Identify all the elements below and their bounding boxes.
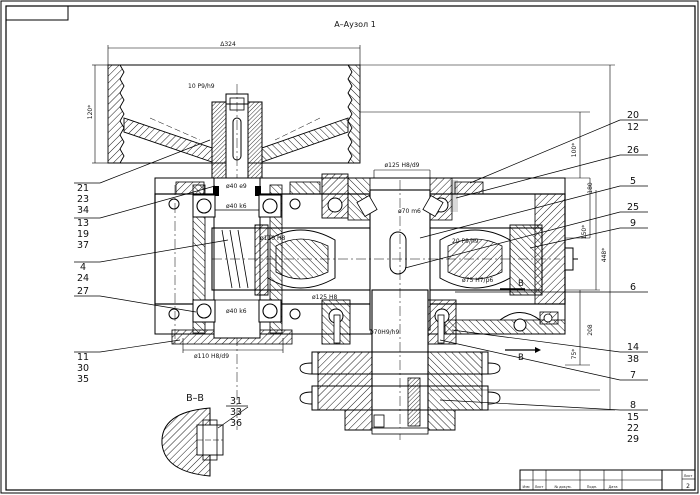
callout-num: 9 (630, 218, 636, 229)
callout-25: 25 (404, 202, 648, 269)
callout-num: 38 (627, 354, 639, 365)
dim-fit-70-h9h9: ø70H9/h9 (370, 329, 399, 336)
callout-20-12: 20 12 (469, 110, 648, 184)
part-callouts: 20 12 26 5 25 9 6 (74, 110, 648, 445)
dim-top-bore: ø125 H8/d9 (384, 162, 419, 169)
callout-num: 22 (627, 423, 639, 434)
dim-fit-70-m6: ø70 m6 (398, 208, 421, 215)
tb-cell-doc: № докум. (554, 485, 571, 489)
output-shaft-top-bearings (321, 173, 458, 221)
callout-5: 5 (419, 176, 648, 239)
tb-cell-list: Лист (535, 485, 544, 489)
callout-num: 23 (77, 194, 89, 205)
callout-num: 21 (77, 183, 89, 194)
callout-num: 30 (77, 363, 89, 374)
callout-9: 9 (529, 218, 648, 249)
dim-fit-125-h8: ø125 H8 (312, 294, 338, 301)
tb-sheet-number: 2 (686, 483, 690, 490)
callout-num: 12 (627, 122, 639, 133)
callout-num: 7 (630, 370, 636, 381)
callout-num: 35 (77, 374, 89, 385)
callout-num: 14 (627, 342, 639, 353)
callout-8-15-22-29: 8 15 22 29 (439, 399, 648, 445)
callout-26: 26 (455, 145, 648, 199)
corner-stamp-box (5, 5, 69, 21)
dim-right-180: 180 (587, 182, 594, 194)
callout-num: 11 (77, 352, 89, 363)
dim-right-100: 100* (571, 143, 578, 157)
dim-fit-75-h7p6: ø75 H7/p6 (462, 277, 493, 284)
detail-view-bb: B–B (161, 393, 249, 477)
callout-31-33-36: 31 33 36 (226, 396, 248, 429)
bb-marker-top: B (518, 279, 524, 289)
callout-4-24: 4 24 (74, 239, 229, 284)
callout-num: 25 (627, 202, 639, 213)
callout-num: 27 (77, 286, 89, 297)
detail-view-title: B–B (186, 393, 204, 404)
callout-num: 4 (80, 262, 86, 273)
dim-fit-110-h8d9: ø110 H8/d9 (194, 353, 229, 360)
v-belt-pulley (107, 64, 361, 430)
callout-num: 26 (627, 145, 639, 156)
callout-num: 24 (77, 273, 89, 284)
tb-sheet-label: Лист (684, 474, 693, 478)
right-dimension-chain: 100* 180 150* 448* 208 75* (360, 64, 615, 411)
fit-annotations: ø40 e9 ø40 k6 ø110 H8 ø125 H8/d9 ø70 m6 … (182, 162, 493, 360)
dim-fit-40-e9: ø40 e9 (226, 183, 247, 190)
callout-num: 36 (230, 418, 242, 429)
callout-num: 33 (230, 407, 242, 418)
tb-cell-izm: Изм (522, 485, 529, 489)
callout-21-23-34: 21 23 34 (74, 139, 211, 216)
tb-cell-sign: Подп. (587, 485, 598, 489)
callout-14-38: 14 38 (451, 329, 648, 365)
dim-right-150: 150* (581, 225, 588, 239)
dim-right-208: 208 (587, 324, 594, 336)
title-block: Изм Лист № докум. Подп. Дата Лист 2 (519, 469, 696, 491)
pulley-dimensions: Δ324 120* 10 P9/h9 (87, 41, 361, 164)
tb-cell-date: Дата (608, 485, 617, 489)
callout-11-30-35: 11 30 35 (74, 339, 181, 385)
dim-right-448: 448* (601, 248, 608, 262)
output-shaft-bottom (299, 180, 559, 440)
callout-27: 27 (74, 286, 197, 313)
dim-pulley-width: Δ324 (220, 41, 236, 48)
callout-num: 31 (230, 396, 242, 407)
dim-pulley-keyway: 10 P9/h9 (188, 83, 215, 90)
dim-fit-40-k6-bottom: ø40 k6 (226, 308, 247, 315)
callout-num: 6 (630, 282, 636, 293)
dim-fit-110-h8: ø110 H8 (260, 235, 286, 242)
callout-num: 34 (77, 205, 89, 216)
callout-6: 6 (455, 282, 648, 293)
input-shaft (168, 177, 301, 339)
callout-13-19-37: 13 19 37 (74, 185, 216, 251)
callout-num: 15 (627, 412, 639, 423)
dim-right-75: 75* (571, 349, 578, 360)
dim-pulley-height: 120* (87, 105, 94, 119)
callout-num: 5 (630, 176, 636, 187)
dim-fit-40-k6-top: ø40 k6 (226, 203, 247, 210)
callout-num: 37 (77, 240, 89, 251)
callout-num: 29 (627, 434, 639, 445)
inner-frame (5, 5, 696, 491)
dim-fit-20-p9h9: 20 P9/h9 (452, 238, 479, 245)
callout-7: 7 (439, 339, 648, 381)
callout-num: 8 (630, 400, 636, 411)
callout-num: 13 (77, 218, 89, 229)
callout-num: 19 (77, 229, 89, 240)
section-title: A–Aузол 1 (334, 20, 376, 29)
callout-num: 20 (627, 110, 639, 121)
